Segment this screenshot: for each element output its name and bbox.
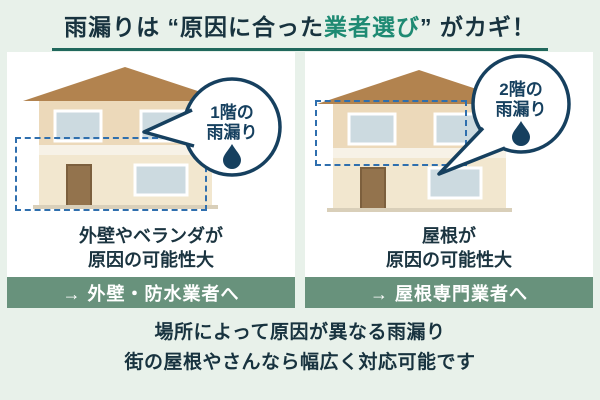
second-floor-highlight-box: [315, 100, 467, 166]
cause-caption: 外壁やベランダが 原因の可能性大: [7, 224, 295, 272]
footer-message: 場所によって原因が異なる雨漏り 街の屋根やさんなら幅広く対応可能です: [0, 318, 600, 378]
bubble-text-line1: 1階の: [210, 103, 253, 122]
cause-caption-line1: 外壁やベランダが: [79, 226, 223, 246]
bubble-text-line2: 雨漏り: [207, 123, 258, 142]
title-post: ” がカギ！: [420, 14, 536, 40]
first-floor-highlight-box: [15, 137, 207, 211]
cause-caption: 屋根が 原因の可能性大: [305, 224, 593, 272]
bubble-text-line2: 雨漏り: [496, 100, 547, 119]
water-drop-icon: [223, 144, 241, 169]
panel-second-floor-leak: 2階の 雨漏り 屋根が 原因の可能性大 → 屋根専門業者へ: [305, 52, 593, 308]
page-title: 雨漏りは “原因に合った業者選び” がカギ！: [0, 6, 600, 51]
leak-bubble-second-floor: 2階の 雨漏り: [437, 54, 571, 176]
leak-bubble-first-floor: 1階の 雨漏り: [142, 77, 282, 177]
page-title-text: 雨漏りは “原因に合った業者選び” がカギ！: [52, 6, 548, 51]
bubble-text-line1: 2階の: [499, 80, 542, 99]
cause-caption-line2: 原因の可能性大: [88, 250, 214, 270]
cause-caption-line1: 屋根が: [422, 226, 476, 246]
title-pre: 雨漏りは “原因に合った: [64, 14, 324, 40]
water-drop-icon: [512, 121, 530, 146]
recommended-contractor-banner: → 外壁・防水業者へ: [7, 277, 295, 308]
footer-line2: 街の屋根やさんなら幅広く対応可能です: [124, 352, 476, 373]
footer-line1: 場所によって原因が異なる雨漏り: [154, 322, 446, 343]
recommended-contractor-banner: → 屋根専門業者へ: [305, 277, 593, 308]
title-highlight: 業者選び: [324, 14, 420, 40]
cause-caption-line2: 原因の可能性大: [386, 250, 512, 270]
panel-first-floor-leak: 1階の 雨漏り 外壁やベランダが 原因の可能性大 → 外壁・防水業者へ: [7, 52, 295, 308]
